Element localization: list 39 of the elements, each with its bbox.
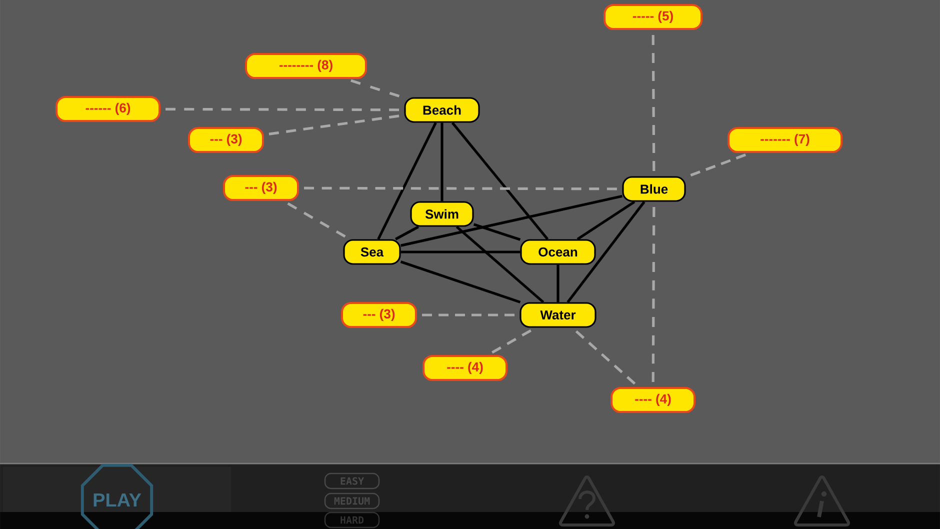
clue-box: -------- (8) — [245, 53, 367, 79]
clue-box: ------- (7) — [728, 127, 842, 153]
leader-line — [304, 186, 618, 190]
connector-line — [400, 260, 521, 304]
leader-line — [652, 34, 656, 172]
connector-line — [440, 122, 444, 202]
play-button: PLAY — [80, 464, 154, 529]
leader-line — [690, 154, 746, 177]
word-box: Beach — [404, 97, 480, 123]
leader-line — [492, 329, 532, 354]
clue-box: ---- (4) — [610, 387, 696, 413]
clue-box: --- (3) — [223, 175, 299, 201]
leader-line — [287, 202, 346, 238]
clue-box: ---- (4) — [422, 355, 508, 381]
leader-line — [268, 114, 400, 136]
connector-line — [456, 226, 544, 304]
leader-line — [350, 79, 400, 98]
clue-box: ------ (6) — [56, 96, 160, 122]
connector-line — [566, 201, 646, 303]
leader-line — [166, 108, 400, 112]
clue-box: --- (3) — [341, 302, 417, 328]
word-box: Water — [520, 302, 596, 328]
leader-line — [652, 206, 656, 382]
connector-line — [394, 226, 420, 240]
connector-line — [377, 122, 437, 240]
connector-line — [400, 250, 520, 254]
connector-line — [473, 223, 521, 241]
connector-line — [576, 200, 636, 240]
leader-line — [422, 314, 515, 316]
connector-line — [451, 122, 549, 240]
connector-line — [400, 194, 622, 247]
word-box: Sea — [343, 239, 401, 265]
leader-line — [575, 330, 636, 385]
word-box: Blue — [622, 176, 686, 202]
clue-box: ----- (5) — [604, 4, 702, 30]
connector-line — [556, 264, 560, 302]
word-box: Ocean — [520, 239, 596, 265]
word-box: Swim — [410, 201, 474, 227]
clue-box: --- (3) — [188, 127, 264, 153]
